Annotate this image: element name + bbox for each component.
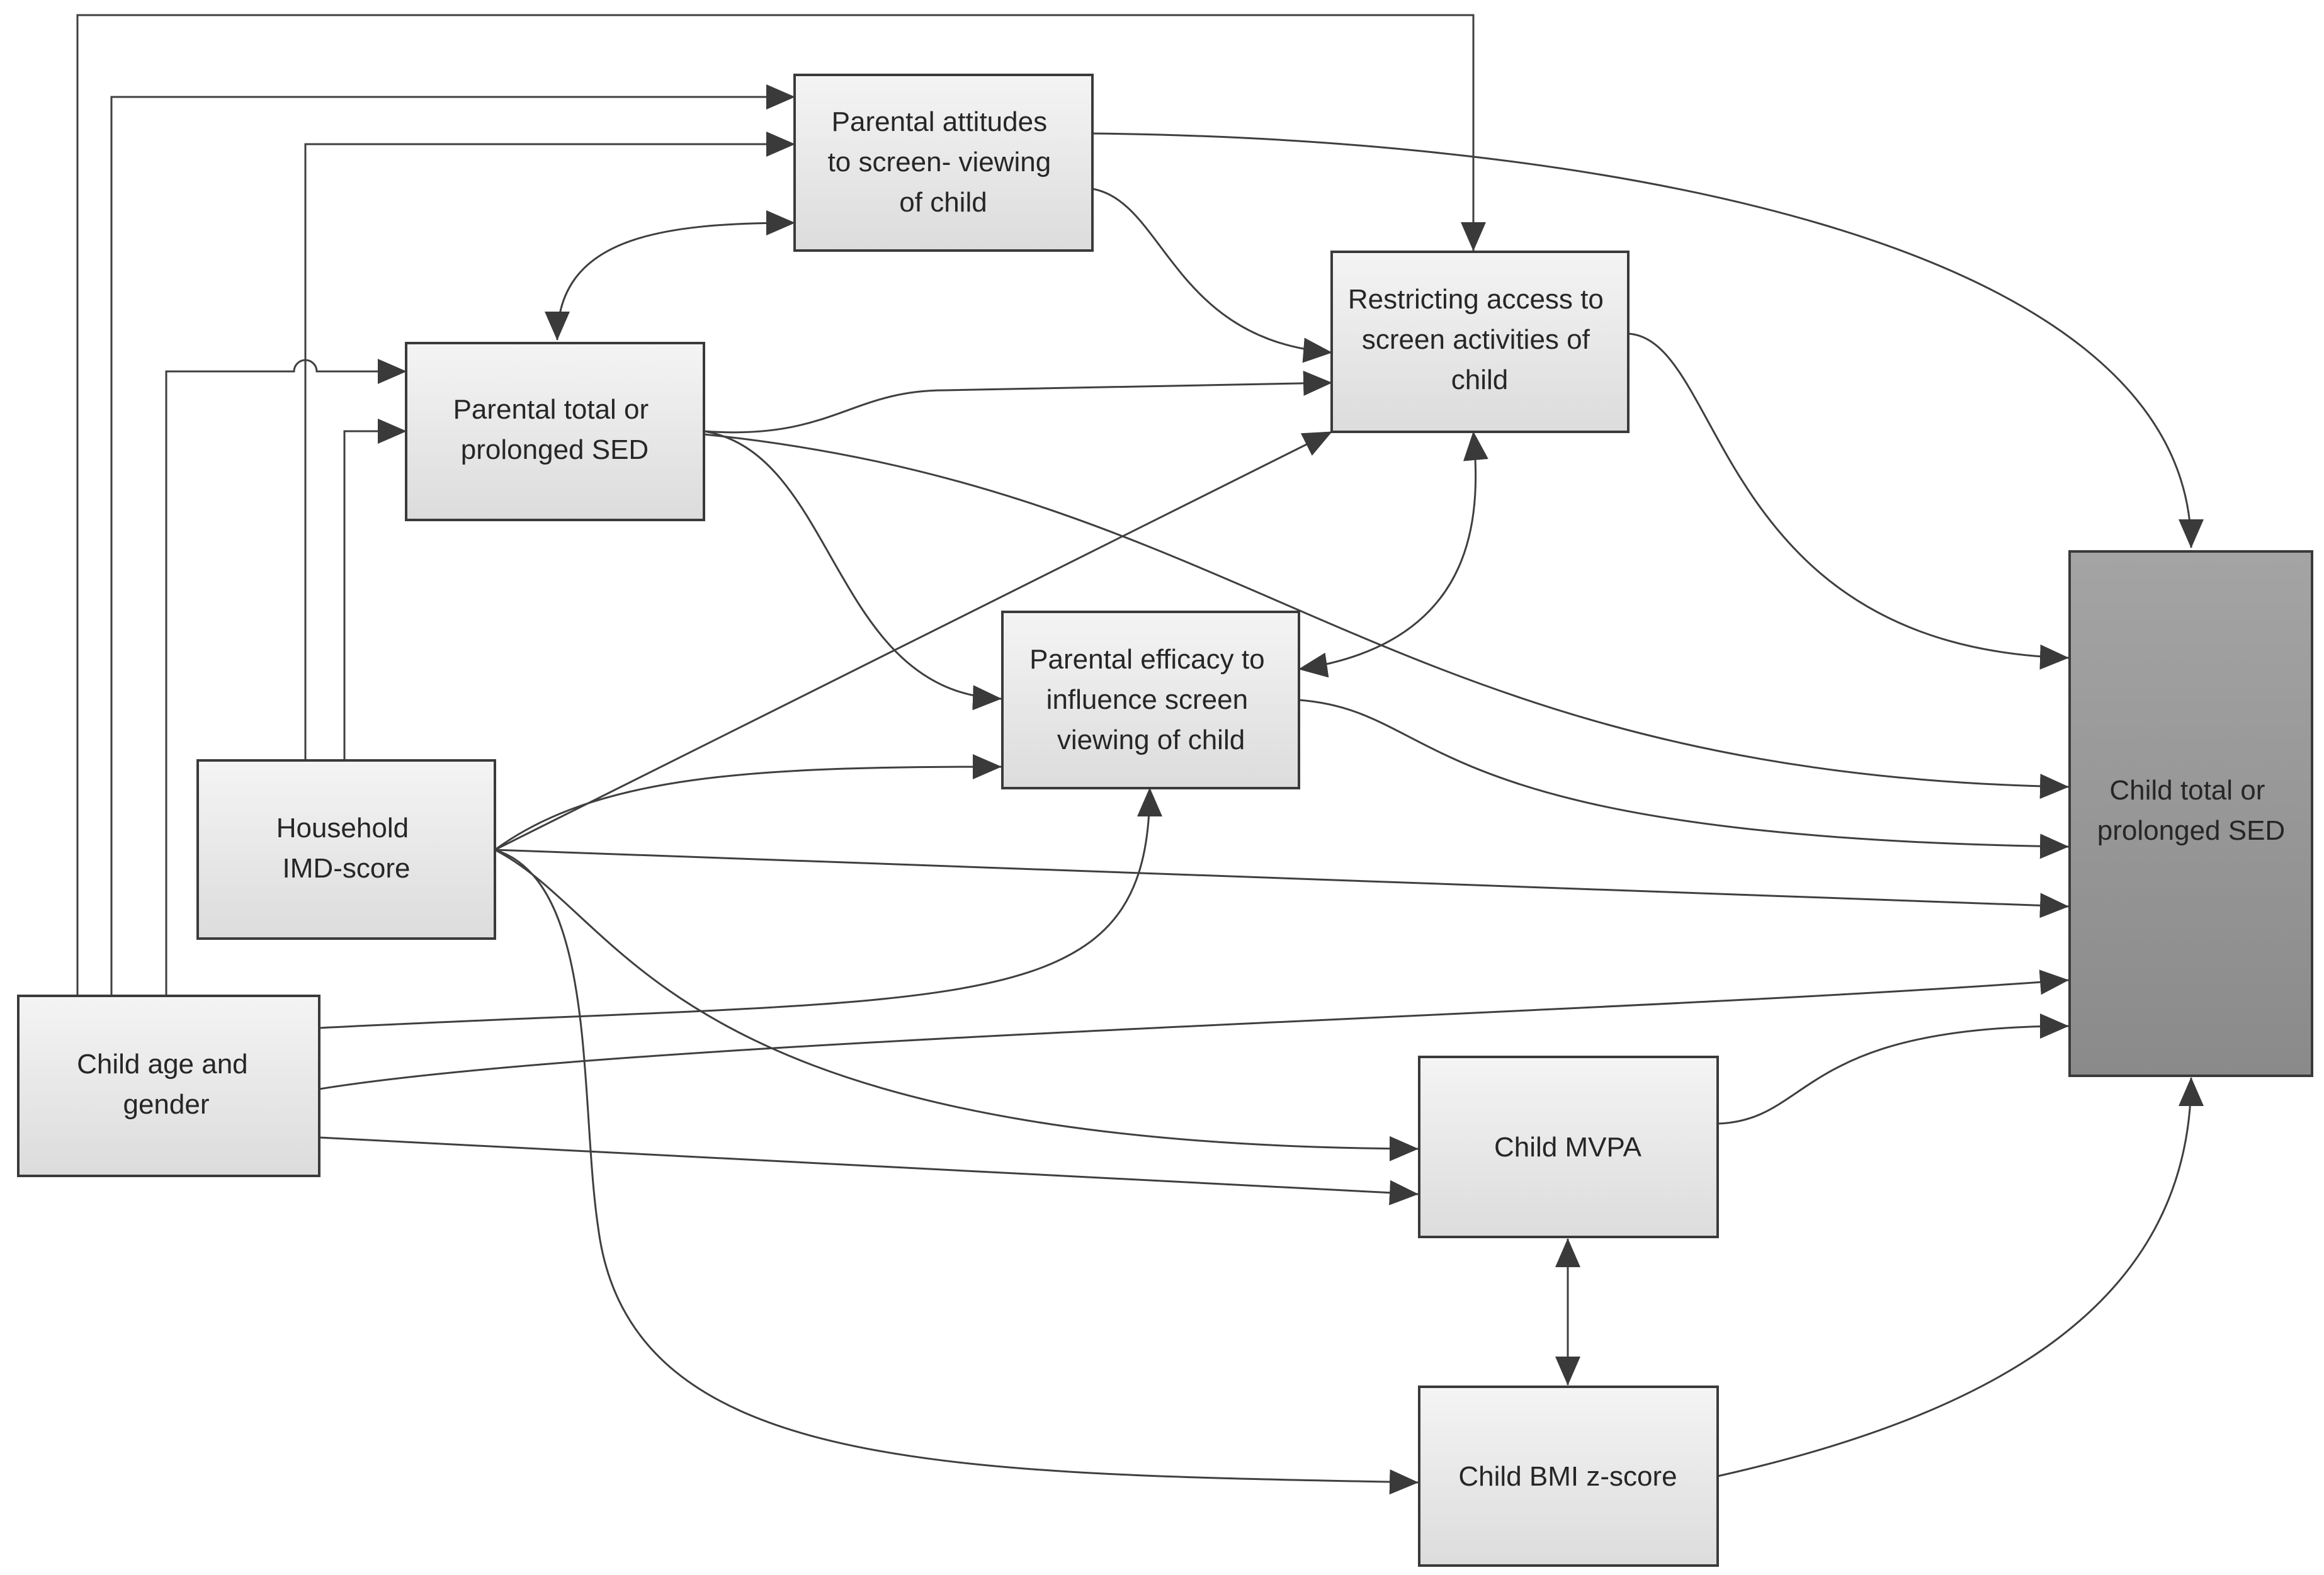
node-label-line: prolonged SED [461, 434, 649, 465]
node-label: Parental total or prolonged SED [453, 394, 657, 465]
node-box [793, 74, 1094, 252]
node-household-imd: Household IMD-score [196, 759, 496, 940]
node-label-line: Parental attitudes [832, 106, 1047, 137]
node-label-line: Parental total or [453, 394, 649, 425]
node-parental-attitudes: Parental attitudes to screen- viewing of… [793, 74, 1094, 252]
node-label: Restricting access to screen activities … [1348, 284, 1611, 395]
edge-restricting-to-child-sed [1628, 332, 2069, 670]
node-label-line: IMD-score [283, 853, 411, 884]
node-box [405, 342, 705, 521]
node-label: Child MVPA [1494, 1132, 1642, 1163]
node-label-line: Parental efficacy to [1029, 644, 1264, 675]
node-label-line: child [1451, 364, 1509, 395]
edge-imd-to-child-sed [494, 849, 2069, 918]
edge-attitudes-to-restricting [1092, 188, 1332, 363]
edge-age-gender-to-child-mvpa [319, 1136, 1419, 1205]
node-box [17, 995, 320, 1177]
node-label-line: Household [276, 813, 409, 844]
node-label-line: of child [899, 187, 987, 218]
edge-parental-sed-to-child-sed [703, 433, 2069, 799]
node-label-line: Child total or [2109, 775, 2265, 806]
edge-age-gender-to-parental-attitudes [110, 84, 795, 995]
node-child-bmi: Child BMI z-score [1418, 1386, 1719, 1567]
node-label: Child age and gender [77, 1049, 256, 1120]
node-label-line: gender [123, 1089, 209, 1120]
node-label: Child total or prolonged SED [2097, 775, 2285, 846]
edge-attitudes-to-child-sed [1092, 132, 2204, 548]
node-label: Parental attitudes to screen- viewing of… [828, 106, 1059, 218]
node-label: Parental efficacy to influence screen vi… [1029, 644, 1273, 755]
edges [76, 14, 2204, 1495]
edge-age-gender-to-child-sed [319, 969, 2069, 1090]
node-restricting-access: Restricting access to screen activities … [1330, 251, 1630, 433]
node-box [2068, 550, 2313, 1077]
edge-age-gender-to-efficacy [319, 788, 1162, 1029]
node-child-mvpa: Child MVPA [1418, 1056, 1719, 1238]
node-label-line: to screen- viewing [828, 147, 1051, 178]
edge-imd-to-parental-efficacy [494, 754, 1002, 851]
node-label-line: Restricting access to [1348, 284, 1604, 315]
node-label-line: Child MVPA [1494, 1132, 1642, 1163]
node-label-line: prolonged SED [2097, 815, 2285, 846]
node-label-line: Child BMI z-score [1458, 1461, 1677, 1492]
node-box [1330, 251, 1630, 433]
node-box [196, 759, 496, 940]
edge-age-gender-to-parental-sed [165, 359, 407, 995]
edge-parental-sed-to-efficacy [703, 430, 1002, 711]
node-label-line: influence screen [1046, 684, 1248, 715]
edge-mvpa-to-child-sed [1717, 1013, 2069, 1125]
edge-imd-to-child-bmi [494, 849, 1419, 1495]
node-child-age-gender: Child age and gender [17, 995, 320, 1177]
edge-imd-to-restricting [494, 431, 1332, 851]
edge-imd-to-parental-attitudes [304, 132, 795, 759]
node-parental-sed: Parental total or prolonged SED [405, 342, 705, 521]
edge-parental-sed-to-restricting [703, 370, 1332, 434]
node-label-line: viewing of child [1057, 725, 1245, 755]
node-label-line: screen activities of [1362, 324, 1590, 355]
node-label: Household IMD-score [276, 813, 417, 884]
edge-bmi-to-child-sed [1717, 1077, 2204, 1477]
node-label-line: Child age and [77, 1049, 248, 1080]
edge-efficacy-to-child-sed [1298, 699, 2069, 859]
node-box [1418, 1386, 1719, 1567]
node-box [1418, 1056, 1719, 1238]
edge-imd-to-parental-sed [343, 419, 407, 759]
node-label: Child BMI z-score [1458, 1461, 1677, 1492]
node-child-sed: Child total or prolonged SED [2068, 550, 2313, 1077]
edge-imd-to-child-mvpa [494, 849, 1419, 1161]
node-parental-efficacy: Parental efficacy to influence screen vi… [1001, 611, 1300, 789]
node-box [1001, 611, 1300, 789]
edge-attitudes-sed-bidirectional [545, 210, 795, 341]
edge-restricting-efficacy-bidirectional [1298, 431, 1488, 678]
edge-age-gender-to-restricting-access [76, 14, 1486, 995]
